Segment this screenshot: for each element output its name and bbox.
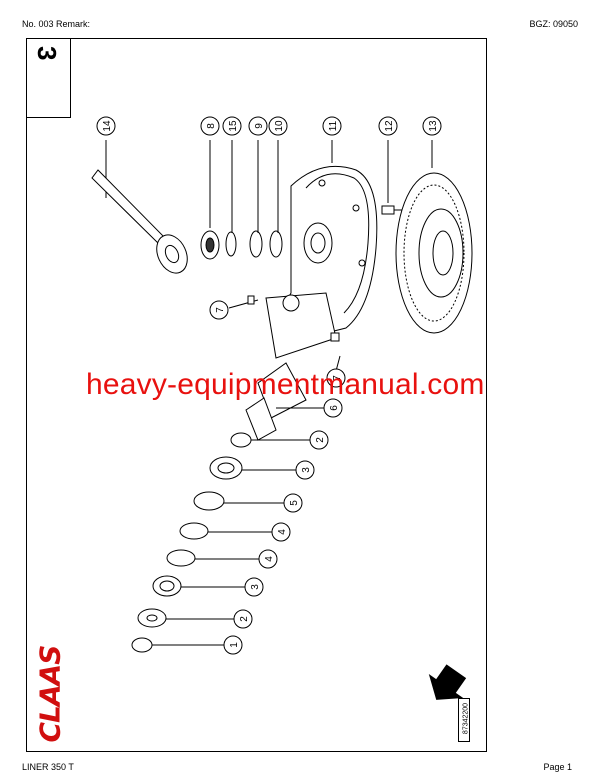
callout-label: 1 (229, 642, 240, 648)
callout-label: 7 (215, 307, 226, 313)
figure-number-box (26, 38, 71, 118)
callout-label: 6 (329, 405, 340, 411)
model-label: LINER 350 T (22, 762, 74, 772)
part-bevel-gear (395, 172, 473, 334)
part-screws (228, 295, 341, 372)
part-nut-and-rings (200, 230, 283, 260)
exploded-parts-diagram: 14 8 15 9 10 11 12 13 6 2 3 5 4 4 3 2 1 … (91, 116, 473, 700)
part-handle (91, 169, 188, 274)
callout-label: 2 (315, 437, 326, 443)
remark-label: Remark: (56, 19, 91, 29)
top-leader-lines (105, 140, 433, 233)
drawing-id-box: 87342200 (458, 698, 470, 742)
callout-label: 15 (228, 120, 239, 132)
callout-11: 11 (322, 116, 342, 136)
callout-label: 3 (250, 584, 261, 590)
callout-9: 9 (248, 116, 268, 136)
side-callouts: 7 7 (209, 300, 346, 388)
callout-13: 13 (422, 116, 442, 136)
callout-label: 2 (239, 616, 250, 622)
callout-label: 9 (254, 123, 265, 129)
callout-label: 4 (277, 529, 288, 535)
claas-logo-text: CLAAS (33, 645, 67, 743)
callout-label: 13 (428, 120, 439, 132)
callout-label: 5 (289, 500, 300, 506)
callout-label: 14 (102, 120, 113, 132)
callout-label: 4 (264, 556, 275, 562)
callout-7b: 7 (326, 368, 346, 388)
callout-3b: 3 (244, 577, 264, 597)
callout-7a: 7 (209, 300, 229, 320)
callout-5: 5 (283, 493, 303, 513)
callout-2b: 2 (233, 609, 253, 629)
callout-6: 6 (323, 398, 343, 418)
part-pinion-shaft (245, 362, 324, 441)
callout-label: 8 (206, 123, 217, 129)
callout-4b: 4 (258, 549, 278, 569)
callout-label: 11 (328, 120, 339, 131)
right-stack-parts (131, 432, 310, 653)
part-number-label: No. 003 (22, 19, 54, 29)
bgz-label: BGZ: 09050 (529, 19, 578, 29)
direction-arrow-icon (428, 664, 467, 700)
callout-4a: 4 (271, 522, 291, 542)
callout-3a: 3 (295, 460, 315, 480)
right-callouts: 6 2 3 5 4 4 3 2 1 (223, 398, 343, 655)
callout-12: 12 (378, 116, 398, 136)
watermark-text: heavy-equipmentmanual.com (86, 368, 485, 401)
callout-1: 1 (223, 635, 243, 655)
top-callouts: 14 8 15 9 10 11 12 13 (96, 116, 442, 136)
drawing-id: 87342200 (462, 702, 470, 735)
callout-14: 14 (96, 116, 116, 136)
callout-10: 10 (268, 116, 288, 136)
claas-logo: CLAAS (33, 620, 67, 745)
page-number: Page 1 (543, 762, 572, 772)
callout-label: 7 (332, 375, 343, 381)
callout-label: 12 (384, 120, 395, 132)
callout-8: 8 (200, 116, 220, 136)
callout-label: 3 (301, 467, 312, 473)
callout-label: 10 (274, 120, 285, 132)
part-housing (265, 165, 378, 359)
callout-2a: 2 (309, 430, 329, 450)
diagram-frame (26, 38, 487, 752)
callout-15: 15 (222, 116, 242, 136)
